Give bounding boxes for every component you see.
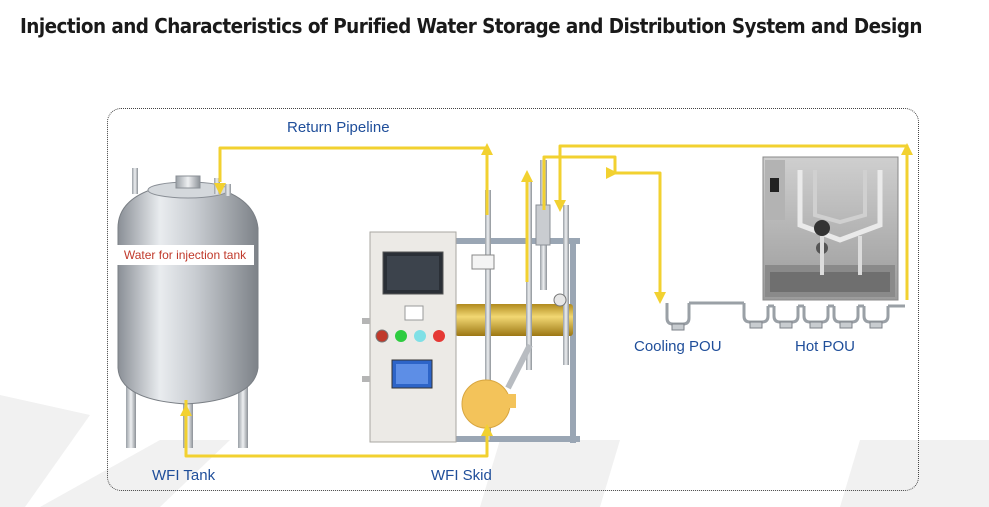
cooling-pou-label: Cooling POU	[634, 338, 722, 355]
flow-arrows	[180, 143, 913, 436]
tank-label: Water for injection tank	[116, 245, 254, 265]
status-lamp-icon	[414, 330, 426, 342]
flow-lines	[184, 144, 909, 458]
return-pipeline-line	[218, 146, 489, 215]
supply-line	[184, 400, 489, 458]
cooling-pou-valve	[665, 303, 691, 331]
tank-leg	[238, 380, 248, 448]
skid-frame	[455, 436, 580, 442]
arrow-up-icon	[521, 170, 533, 182]
hot-pou-valve	[772, 306, 800, 329]
arrow-up-icon	[901, 143, 913, 155]
indicator-window	[404, 305, 424, 321]
start-button-icon	[395, 330, 407, 342]
pipe	[563, 205, 569, 365]
gauge-icon	[553, 293, 567, 307]
valve-assembly	[535, 204, 551, 246]
pipe	[485, 190, 491, 440]
hot-pou-label: Hot POU	[795, 338, 856, 355]
wfi-skid	[362, 160, 580, 443]
tank-leg	[126, 380, 136, 448]
wfi-tank-label: WFI Tank	[152, 467, 216, 484]
hot-pou-valve	[742, 303, 770, 329]
arrow-up-icon	[180, 404, 192, 416]
return-pipeline-label: Return Pipeline	[287, 119, 390, 136]
arrow-up-icon	[481, 143, 493, 155]
pipe	[505, 343, 533, 390]
pou-header-pipe	[689, 301, 905, 308]
hot-pou-photo	[762, 156, 899, 301]
arrow-up-icon	[481, 424, 493, 436]
skid-frame	[570, 238, 576, 443]
wfi-skid-label: WFI Skid	[431, 467, 492, 484]
arrow-down-icon	[654, 292, 666, 304]
page-title: Injection and Characteristics of Purifie…	[20, 14, 922, 38]
skid-frame	[455, 238, 580, 244]
cooling-loop-line	[542, 155, 662, 300]
wfi-tank	[117, 168, 259, 448]
pipe	[526, 180, 532, 370]
arrow-down-icon	[214, 183, 226, 195]
arrow-right-icon	[606, 167, 618, 179]
emergency-stop-icon	[375, 329, 389, 343]
heat-exchanger	[455, 304, 573, 336]
tank-leg	[183, 390, 193, 448]
hot-pou-valve	[832, 306, 860, 329]
flow-meter	[471, 254, 495, 270]
arrow-down-icon	[554, 200, 566, 212]
stop-button-icon	[433, 330, 445, 342]
hot-pou-valve	[802, 306, 830, 329]
hot-pou-valve	[862, 306, 890, 329]
hot-return-line	[558, 144, 909, 300]
diagram-frame	[107, 108, 919, 491]
